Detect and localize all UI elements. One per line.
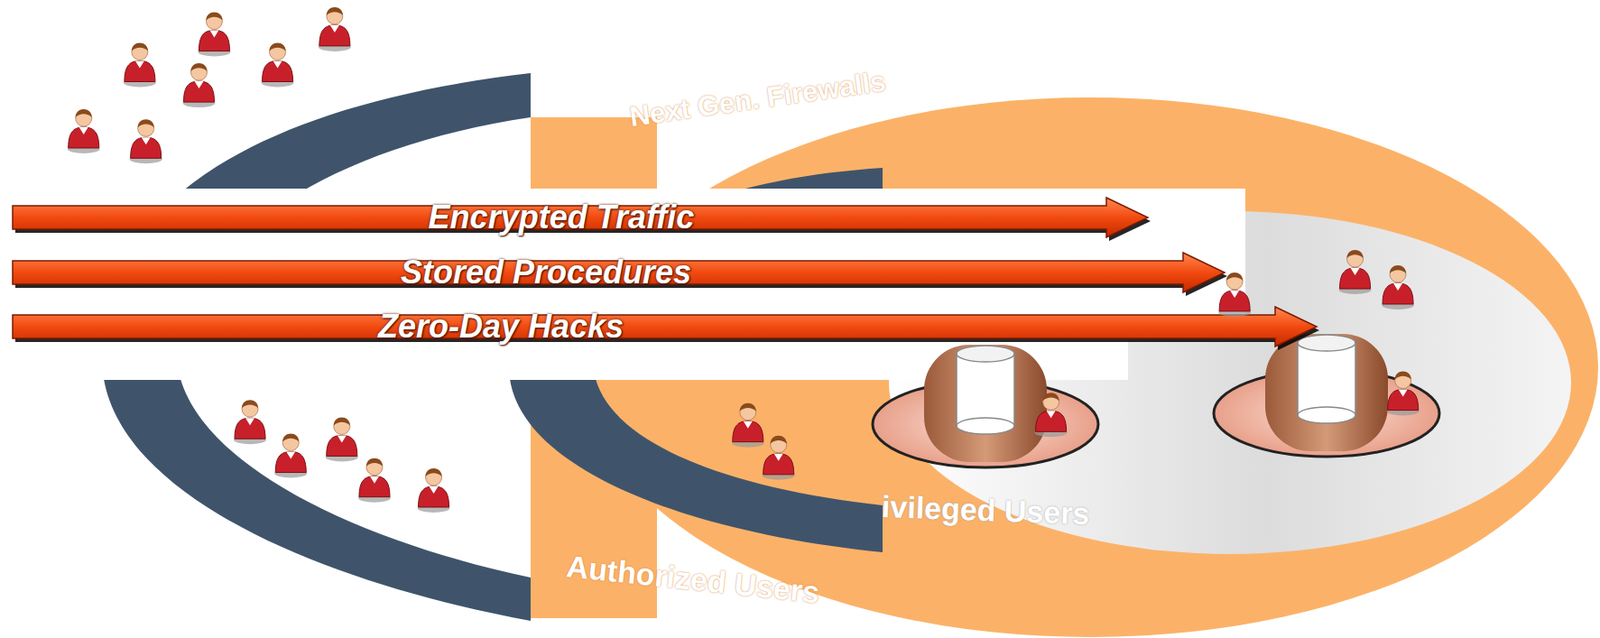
database-icon bbox=[1213, 333, 1440, 457]
user-icon bbox=[417, 468, 451, 513]
user-icon bbox=[318, 7, 352, 52]
user-icon bbox=[762, 435, 796, 481]
user-icon bbox=[1218, 272, 1251, 317]
user-icon bbox=[261, 42, 295, 87]
user-icon bbox=[274, 434, 307, 479]
user-icon bbox=[67, 109, 101, 154]
threat-arrow bbox=[12, 197, 1148, 238]
user-icon bbox=[1339, 249, 1372, 295]
user-icon bbox=[1381, 265, 1415, 310]
user-icon bbox=[731, 403, 765, 448]
user-icon bbox=[182, 63, 215, 108]
zone-label: ivileged Users bbox=[880, 489, 1091, 532]
user-icon bbox=[197, 12, 231, 57]
database-icon bbox=[872, 344, 1099, 468]
user-icon bbox=[325, 416, 359, 462]
user-icon bbox=[358, 458, 391, 503]
threat-arrow bbox=[12, 306, 1317, 347]
user-icon bbox=[129, 119, 163, 164]
zone-label: Next Gen. Firewalls bbox=[627, 64, 888, 133]
threat-label: Stored Procedures bbox=[400, 253, 692, 292]
user-icon bbox=[1035, 392, 1068, 437]
threat-label: Zero-Day Hacks bbox=[378, 307, 624, 346]
user-icon bbox=[233, 399, 267, 444]
threat-arrow bbox=[12, 252, 1225, 293]
user-icon bbox=[1387, 371, 1420, 417]
threat-label: Encrypted Traffic bbox=[428, 198, 695, 237]
user-icon bbox=[123, 42, 157, 87]
